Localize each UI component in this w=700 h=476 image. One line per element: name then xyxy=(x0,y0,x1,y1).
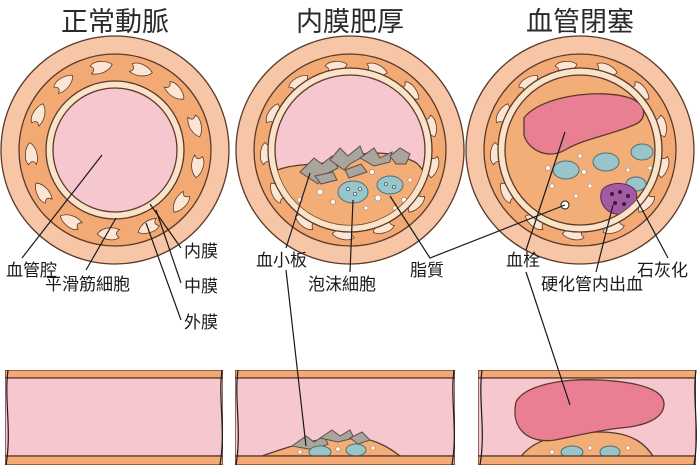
cross-section-occlusion xyxy=(465,35,695,265)
smooth-muscle-cell xyxy=(163,81,185,100)
smooth-muscle-cell xyxy=(128,62,153,77)
smooth-muscle-cell xyxy=(35,182,53,204)
tube-edges xyxy=(5,369,223,466)
title-vascular-occlusion: 血管閉塞 xyxy=(526,7,634,38)
cross-section-normal xyxy=(0,35,230,265)
label-hemorrhage: 硬化管内出血 xyxy=(541,275,643,295)
foam-cells xyxy=(337,175,404,204)
label-foam-cell: 泡沫細胞 xyxy=(308,275,376,295)
label-thrombus: 血栓 xyxy=(506,251,540,271)
leader-lines xyxy=(21,131,669,447)
label-adventitia: 外膜 xyxy=(184,313,218,333)
lipid-droplets xyxy=(545,153,653,210)
smooth-muscle-cell xyxy=(96,227,121,241)
title-normal-artery: 正常動脈 xyxy=(61,7,169,38)
foam-cells xyxy=(552,143,654,192)
smooth-muscle-cell xyxy=(30,103,46,127)
longitudinal-normal xyxy=(5,370,223,465)
smooth-muscle-cell xyxy=(137,217,160,234)
label-platelet: 血小板 xyxy=(256,251,307,271)
label-intima: 内膜 xyxy=(184,242,218,262)
smooth-muscle-cell xyxy=(24,142,38,166)
smooth-muscle-cells xyxy=(24,61,205,241)
smooth-muscle-cell xyxy=(53,75,73,95)
longitudinal-thickening xyxy=(235,370,455,465)
title-intimal-thickening: 内膜肥厚 xyxy=(296,7,404,38)
smooth-muscle-cell xyxy=(89,61,113,75)
label-calcification: 石灰化 xyxy=(637,261,688,281)
platelets xyxy=(299,145,411,185)
label-lumen: 血管腔 xyxy=(6,261,57,281)
label-media: 中膜 xyxy=(184,277,218,297)
smooth-muscle-cell xyxy=(173,190,190,213)
smooth-muscle-cell xyxy=(187,114,202,138)
cross-section-thickening xyxy=(235,35,465,265)
thrombus xyxy=(523,93,645,155)
longitudinal-occlusion xyxy=(478,370,696,465)
label-smooth-muscle: 平滑筋細胞 xyxy=(45,275,130,295)
smooth-muscle-cell xyxy=(191,154,205,179)
smooth-muscle-cell xyxy=(59,214,83,231)
label-lipid: 脂質 xyxy=(410,261,444,281)
